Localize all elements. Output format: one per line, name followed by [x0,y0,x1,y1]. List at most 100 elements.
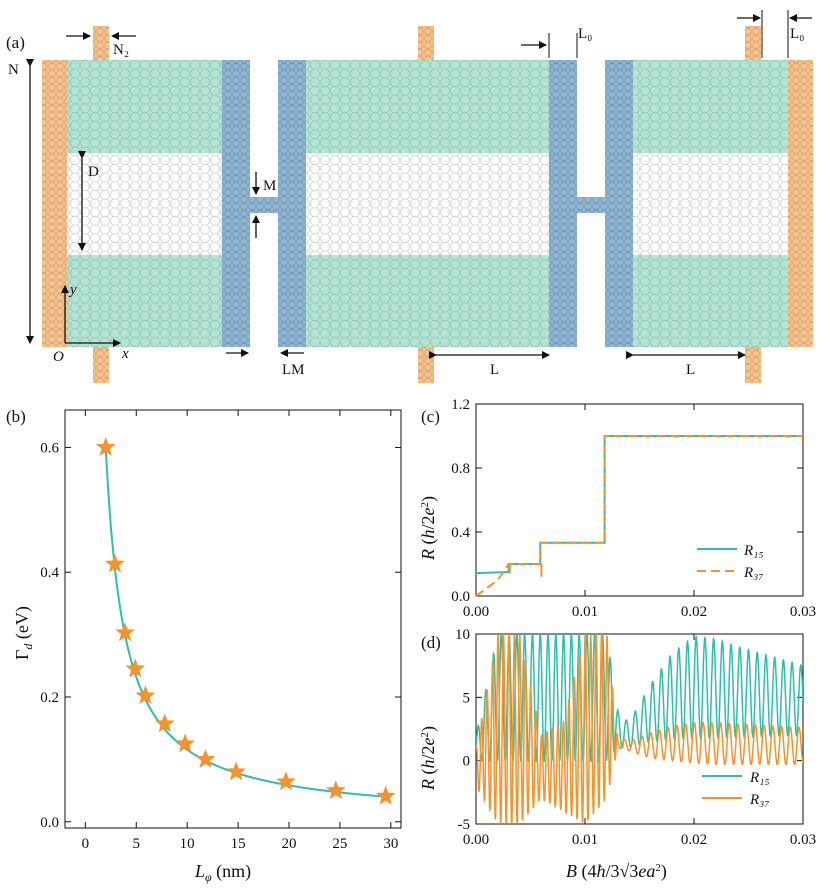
panel-b-xtick-label: 30 [383,836,398,852]
panel-b-star-marker [115,622,135,642]
label-L0-left: L₀ [578,26,592,42]
panel-b-ytick-label: 0.4 [40,565,59,581]
constriction-1 [250,197,278,213]
panel-b-star-marker [154,713,175,733]
panel-c-plot [475,435,803,597]
coordinate-axes: y x O [53,282,129,365]
panel-c-label: (c) [421,407,440,426]
right-lead [788,60,813,347]
dimension-N2: N₂ [66,32,136,58]
panel-c-ytick-label: 0.8 [451,461,470,477]
panel-d-legend-bg [695,787,795,809]
panel-b-star-marker [375,785,396,805]
panel-b-star-marker [125,658,146,678]
panel-b-plot [95,436,396,805]
panel-d-xlabel: B (4ħ/3√3ea2) [566,861,667,882]
dimension-LM: LM [226,349,305,378]
label-y: y [68,282,77,298]
segment2-middle-white [306,153,549,255]
segment3-bottom-green [633,255,788,347]
panel-c-series-R37 [475,435,803,597]
panel-c-frame [475,403,804,597]
panel-b-ytick-label: 0.0 [40,815,59,831]
panel-b-star-marker [276,771,296,791]
panel-d-series-R37 [476,634,803,824]
dimension-N: N [8,59,34,344]
panel-d-ytick-label: 5 [463,690,471,706]
left-lead [42,60,67,347]
panel-c-legend-label: R₃₇ [743,565,764,581]
probe-lead-bottom-3 [745,347,761,383]
panel-d-legend: R₁₅ R₃₇ [695,765,795,809]
panel-c-legend-label: R₁₅ [743,543,764,559]
panel-d-xtick-label: 0.02 [681,832,707,848]
panel-b-xtick-label: 20 [282,836,297,852]
panel-d-label: (d) [421,633,441,652]
panel-d-legend-label: R₁₅ [749,770,770,786]
panel-d-xtick-label: 0.00 [463,832,489,848]
panel-b-fit-line [104,446,385,798]
segment3-middle-white [633,153,788,255]
panel-d-xtick-label: 0.01 [572,832,598,848]
panel-b-star-marker [325,780,346,799]
panel-d-legend-label: R₃₇ [749,792,770,808]
panel-c-ylabel: R (h/2e2) [418,496,439,561]
panel-d-plot [476,634,803,824]
dimension-L0-left: L₀ [521,26,592,58]
probe-lead-top-2 [418,26,434,60]
dimension-L0-right: L₀ [737,10,812,58]
dimension-L-right: L [626,351,746,378]
panel-c-legend: R₁₅ R₃₇ [697,543,764,581]
panel-b-xtick-label: 5 [133,836,141,852]
label-M: M [263,178,276,194]
segment3-top-green [633,60,788,153]
segment1-top-green [67,60,222,153]
panel-b-star-marker [195,748,216,768]
label-x: x [121,346,129,362]
panel-c-ytick-label: 0.4 [451,525,470,541]
segment2-bottom-green [306,255,549,347]
panel-b-xtick-label: 25 [332,836,347,852]
label-L0-right: L₀ [790,26,804,42]
panel-b-ytick-label: 0.2 [40,690,59,706]
label-N2: N₂ [113,42,129,58]
panel-c-xtick-label: 0.02 [681,604,707,620]
panel-d-frame [475,633,804,825]
label-D: D [88,164,99,180]
label-L-center: L [490,362,499,378]
panel-b-ytick-label: 0.6 [40,440,59,456]
panel-c-xtick-label: 0.00 [463,604,489,620]
panel-d-ytick-label: 0 [463,754,471,770]
dimension-L-center: L [429,351,550,378]
panel-b-frame [64,409,402,829]
constriction-2 [577,197,605,213]
panel-b-xtick-label: 15 [231,836,246,852]
panel-b-star-marker [175,733,196,753]
panel-b-star-marker [226,761,246,781]
panel-b-xtick-label: 0 [82,836,90,852]
label-N: N [8,62,19,78]
probe-lead-bottom-1 [93,347,109,383]
panel-d-ytick-label: -5 [458,817,471,833]
panel-c-ytick-label: 0.0 [451,589,470,605]
panel-b-star-marker [95,436,116,456]
panel-d-legend-bg [695,765,795,787]
panel-d-xtick-label: 0.03 [790,832,816,848]
segment2-top-green [306,60,549,153]
label-L-right: L [686,362,695,378]
segment3-blue-edge-left [605,60,633,347]
panel-b-star-marker [135,685,156,705]
panel-a: (a) N [6,10,813,383]
panel-b-ticks: 0 5 10 15 20 25 30 0.0 0.2 0.4 0.6 [40,410,401,852]
segment2-blue-edge-right [549,60,577,347]
probe-lead-bottom-2 [418,347,434,383]
panel-b-star-marker [104,553,125,573]
panel-b-xtick-label: 10 [180,836,195,852]
probe-lead-top-3 [745,26,761,60]
